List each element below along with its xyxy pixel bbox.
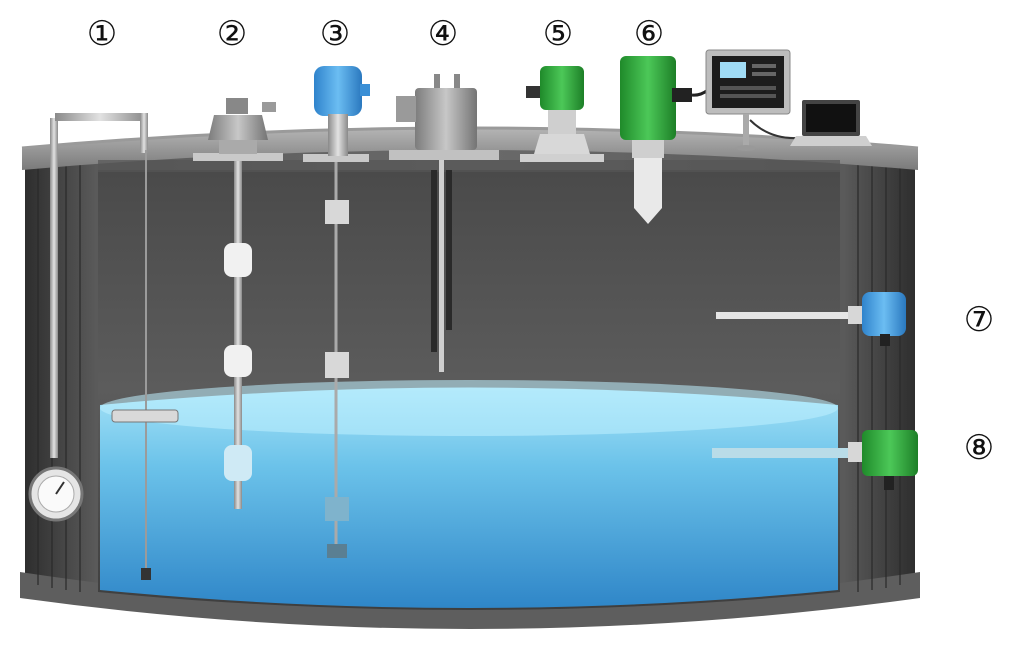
float-switch-icon (208, 115, 268, 140)
ultrasonic-sensor-icon (540, 66, 584, 110)
water-surface (100, 380, 838, 436)
label-6: ⑥ (633, 14, 665, 54)
label-3: ③ (319, 14, 351, 54)
label-1: ① (86, 14, 118, 54)
laptop (790, 100, 872, 146)
device-4-capacitance-probe (389, 74, 499, 372)
device-2-float-switch (193, 98, 283, 509)
side-switch-green-icon (862, 430, 918, 476)
device-8-side-switch-green (712, 430, 918, 490)
device-5-ultrasonic-sensor (520, 66, 604, 162)
device-6-radar-sensor (620, 56, 709, 224)
capacitance-probe-icon (415, 88, 477, 150)
tank-bottom-rim (20, 572, 920, 629)
tank (20, 126, 920, 629)
radar-sensor-icon (620, 56, 676, 140)
label-4: ④ (427, 14, 459, 54)
label-7: ⑦ (963, 300, 995, 340)
controller-display (705, 49, 801, 151)
device-7-side-switch-blue (716, 292, 906, 346)
device-1-magnetic-float-gauge (28, 113, 179, 580)
label-5: ⑤ (542, 14, 574, 54)
label-8: ⑧ (963, 428, 995, 468)
side-switch-blue-icon (862, 292, 906, 336)
device-3-rod-float-switch (303, 66, 370, 558)
label-2: ② (216, 14, 248, 54)
water (100, 387, 838, 608)
rod-float-switch-icon (314, 66, 362, 116)
